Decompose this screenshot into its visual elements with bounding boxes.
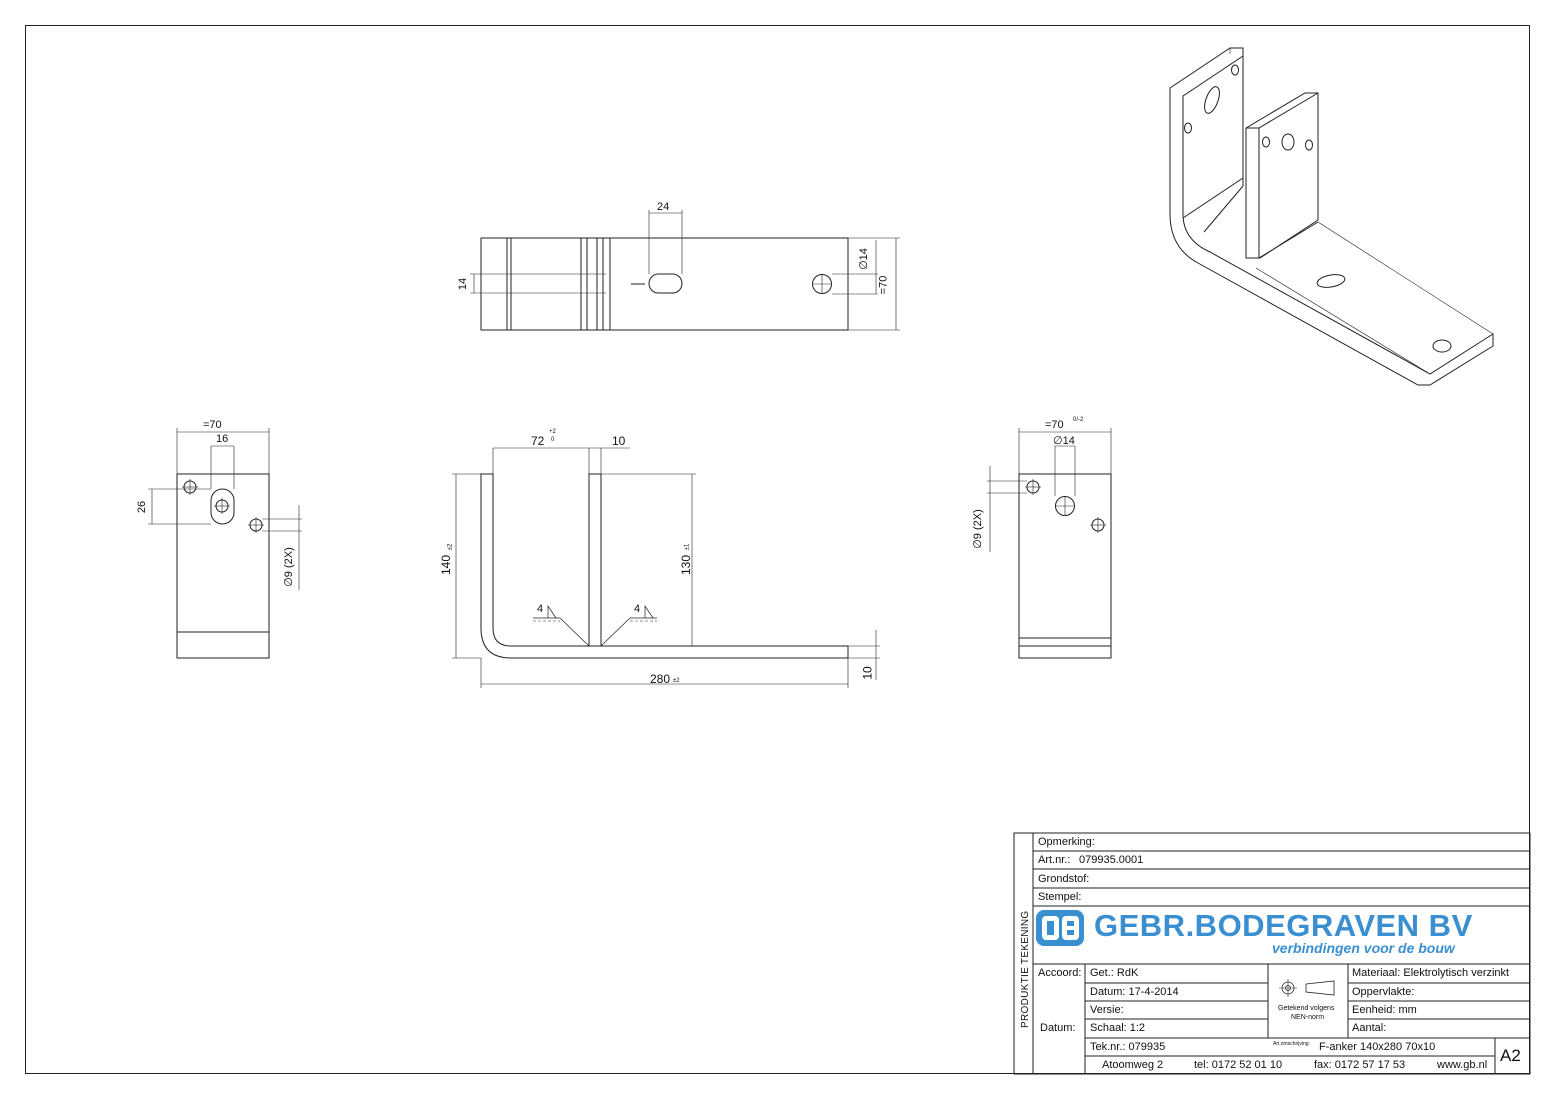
dim-front-inner-tol: ±1: [684, 543, 691, 551]
weld-right-size: 4: [634, 603, 641, 615]
company-tagline: verbindingen voor de bouw: [1272, 940, 1455, 956]
telephone: tel: 0172 52 01 10: [1194, 1059, 1283, 1071]
dim-right-width: =70: [1045, 419, 1064, 431]
drawing-frame: [25, 25, 1530, 1074]
norm-line1: Getekend volgens: [1278, 1005, 1335, 1012]
dim-top-slot-height: 14: [457, 277, 470, 291]
title-block-vertical: PRODUKTIE TEKENING: [1008, 900, 1038, 1030]
front-view: [452, 447, 880, 688]
remark-label: Opmerking:: [1038, 836, 1095, 848]
oppervlakte: Oppervlakte:: [1352, 986, 1415, 998]
dim-top-width: =70: [877, 275, 890, 295]
dim-front-height: 140: [439, 554, 454, 576]
sheet-size: A2: [1500, 1046, 1521, 1065]
dim-front-gap: 72: [531, 434, 545, 448]
dim-front-inner-height: 130: [679, 554, 694, 576]
gb-logo-icon: [1036, 910, 1084, 946]
dim-top-hole: ∅14: [857, 248, 870, 270]
get-label: Get.: RdK: [1090, 967, 1139, 979]
top-view: [470, 210, 900, 331]
dim-left-height: 26: [136, 500, 149, 514]
dim-right-hole: ∅14: [1053, 435, 1075, 447]
norm-line2: NEN-norm: [1291, 1014, 1325, 1021]
eenheid: Eenheid: mm: [1352, 1004, 1417, 1016]
address: Atoomweg 2: [1102, 1059, 1164, 1071]
dim-front-plate: 10: [612, 434, 626, 448]
dim-front-length: 280: [650, 672, 671, 686]
dim-front-thickness: 10: [860, 666, 875, 680]
dim-front-gap-tol2: 0: [551, 437, 555, 443]
dim-front-gap-tol: +2: [549, 429, 556, 435]
art-nr-value: 079935.0001: [1079, 854, 1144, 866]
dim-left-width: =70: [203, 419, 222, 431]
stempel-label: Stempel:: [1038, 891, 1082, 903]
art-omschrijving-label: Art.omschrijving:: [1273, 1041, 1310, 1047]
grondstof-label: Grondstof:: [1038, 873, 1090, 885]
art-nr-label: Art.nr.:: [1038, 854, 1071, 866]
dim-left-holes: ∅9 (2X): [282, 547, 295, 587]
dim-top-slot-width: 24: [657, 201, 670, 213]
schaal-label: Schaal: 1:2: [1090, 1022, 1146, 1034]
art-omschrijving: F-anker 140x280 70x10: [1319, 1041, 1436, 1053]
title-block-lines: [1013, 832, 1531, 1075]
teknr-label: Tek.nr.: 079935: [1090, 1041, 1166, 1053]
isometric-view: [1169, 47, 1494, 386]
materiaal: Materiaal: Elektrolytisch verzinkt: [1352, 967, 1510, 979]
dim-front-length-tol: ±2: [673, 678, 680, 684]
datum-label: Datum:: [1040, 1022, 1076, 1034]
accoord-label: Accoord:: [1038, 967, 1082, 979]
dim-front-height-tol: ±2: [447, 543, 454, 551]
weld-left-size: 4: [537, 603, 544, 615]
left-side-view: [148, 428, 302, 659]
fax: fax: 0172 57 17 53: [1314, 1059, 1406, 1071]
dim-left-offset: 16: [216, 433, 229, 445]
datum-value: Datum: 17-4-2014: [1090, 986, 1179, 998]
dim-tol-70: 0/-2: [1073, 417, 1084, 423]
versie-label: Versie:: [1090, 1004, 1124, 1016]
website: www.gb.nl: [1437, 1059, 1488, 1071]
dim-right-holes: ∅9 (2X): [971, 509, 984, 549]
aantal: Aantal:: [1352, 1022, 1387, 1034]
vertical-label: PRODUKTIE TEKENING: [1020, 910, 1031, 1028]
right-side-view: [987, 428, 1112, 659]
company-name: GEBR.BODEGRAVEN BV: [1094, 908, 1473, 943]
